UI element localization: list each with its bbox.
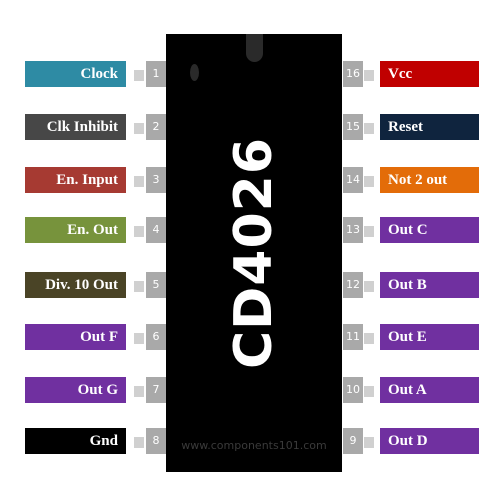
- pin-number-14: 14: [343, 167, 363, 193]
- pin-leg-14: [364, 176, 374, 187]
- pin-label-16: Vcc: [380, 61, 479, 87]
- pin-label-2: Clk Inhibit: [25, 114, 126, 140]
- pin-number-15: 15: [343, 114, 363, 140]
- pin-number-6: 6: [146, 324, 166, 350]
- pin-number-4: 4: [146, 217, 166, 243]
- pin-number-8: 8: [146, 428, 166, 454]
- orientation-notch: [246, 34, 263, 62]
- pin-number-12: 12: [343, 272, 363, 298]
- pin-number-11: 11: [343, 324, 363, 350]
- pin-label-13: Out C: [380, 217, 479, 243]
- pin-leg-9: [364, 437, 374, 448]
- pin-label-3: En. Input: [25, 167, 126, 193]
- pin-leg-7: [134, 386, 144, 397]
- pin-leg-5: [134, 281, 144, 292]
- pin-number-1: 1: [146, 61, 166, 87]
- pin-leg-6: [134, 333, 144, 344]
- pin-label-15: Reset: [380, 114, 479, 140]
- pin-number-3: 3: [146, 167, 166, 193]
- pin-leg-11: [364, 333, 374, 344]
- pin-label-11: Out E: [380, 324, 479, 350]
- pin-label-12: Out B: [380, 272, 479, 298]
- pin1-marker-dot: [190, 64, 199, 81]
- pin-number-13: 13: [343, 217, 363, 243]
- pin-leg-12: [364, 281, 374, 292]
- watermark: www.components101.com: [181, 439, 327, 452]
- pin-label-5: Div. 10 Out: [25, 272, 126, 298]
- pin-leg-3: [134, 176, 144, 187]
- pin-leg-1: [134, 70, 144, 81]
- pin-leg-2: [134, 123, 144, 134]
- pin-label-8: Gnd: [25, 428, 126, 454]
- pin-label-9: Out D: [380, 428, 479, 454]
- pin-leg-16: [364, 70, 374, 81]
- pin-label-6: Out F: [25, 324, 126, 350]
- pin-number-5: 5: [146, 272, 166, 298]
- pin-label-4: En. Out: [25, 217, 126, 243]
- pin-label-7: Out G: [25, 377, 126, 403]
- pin-number-2: 2: [146, 114, 166, 140]
- pin-leg-15: [364, 123, 374, 134]
- pin-leg-13: [364, 226, 374, 237]
- pin-label-10: Out A: [380, 377, 479, 403]
- pin-number-9: 9: [343, 428, 363, 454]
- chip-name: CD4026: [224, 136, 284, 370]
- pin-number-7: 7: [146, 377, 166, 403]
- ic-package: CD4026 www.components101.com: [166, 34, 342, 472]
- pin-label-14: Not 2 out: [380, 167, 479, 193]
- pin-number-16: 16: [343, 61, 363, 87]
- pin-leg-4: [134, 226, 144, 237]
- pin-number-10: 10: [343, 377, 363, 403]
- pin-label-1: Clock: [25, 61, 126, 87]
- pin-leg-8: [134, 437, 144, 448]
- pin-leg-10: [364, 386, 374, 397]
